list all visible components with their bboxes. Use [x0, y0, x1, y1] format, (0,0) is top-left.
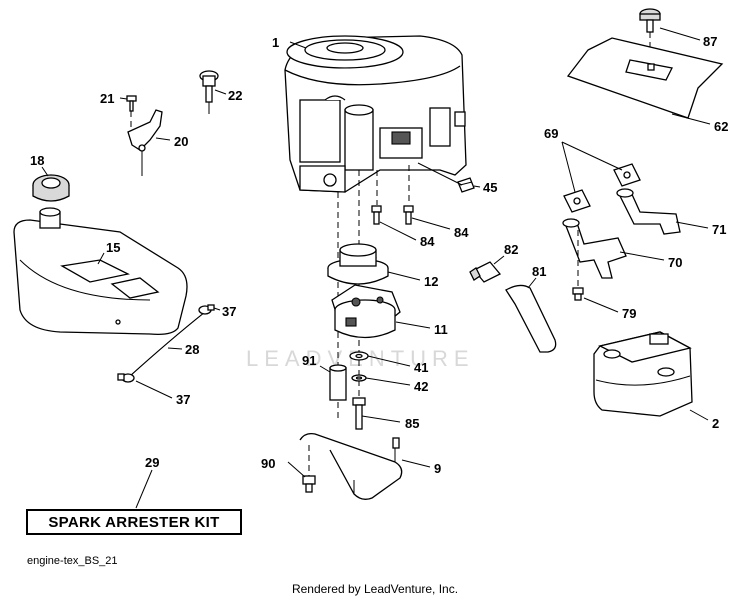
screw-21 [126, 95, 137, 130]
callout-85: 85 [405, 416, 419, 431]
callout-84b: 84 [454, 225, 469, 240]
pulley-part [327, 243, 389, 285]
callout-42: 42 [414, 379, 428, 394]
fuel-cap-part [32, 174, 70, 202]
gasket-69b [613, 163, 641, 187]
bolt-90 [302, 445, 316, 493]
callout-70: 70 [668, 255, 682, 270]
plug-22 [199, 70, 219, 114]
fuel-tank-part [13, 207, 188, 336]
heat-shield-part [566, 37, 724, 119]
callout-81: 81 [532, 264, 546, 279]
callout-71: 71 [712, 222, 726, 237]
exhaust-pipe-70 [562, 218, 627, 279]
callout-62: 62 [714, 119, 728, 134]
fuel-line-part [129, 311, 206, 377]
callout-18: 18 [30, 153, 44, 168]
engine-part [284, 35, 467, 193]
diagram-code: engine-tex_BS_21 [27, 555, 118, 567]
exhaust-pipe-71 [616, 188, 681, 235]
bolt-84b [403, 205, 414, 225]
bolt-84a [371, 205, 382, 225]
callout-79: 79 [622, 306, 636, 321]
callout-37b: 37 [176, 392, 190, 407]
callout-90: 90 [261, 456, 275, 471]
bolt-79 [572, 230, 584, 301]
callout-28: 28 [185, 342, 199, 357]
callout-45: 45 [483, 180, 497, 195]
callout-15: 15 [106, 240, 120, 255]
callout-11: 11 [434, 322, 448, 337]
clamp-37b [117, 373, 135, 383]
clamp-37a [198, 304, 215, 315]
callout-91: 91 [302, 353, 316, 368]
knob-87 [639, 8, 661, 70]
callout-82: 82 [504, 242, 518, 257]
callout-2: 2 [712, 416, 719, 431]
footer-credit: Rendered by LeadVenture, Inc. [291, 582, 459, 596]
callout-37a: 37 [222, 304, 236, 319]
boot-part [457, 177, 475, 193]
callout-41: 41 [414, 360, 428, 375]
hose-81 [505, 284, 557, 353]
callout-87: 87 [703, 34, 717, 49]
spacer-part [329, 364, 347, 401]
bolt-85 [352, 397, 366, 430]
muffler-part [593, 331, 693, 417]
callout-22: 22 [228, 88, 242, 103]
callout-9: 9 [434, 461, 441, 476]
fitting-82 [469, 261, 502, 283]
washer-41 [349, 351, 369, 361]
bracket-part [299, 432, 403, 500]
throttle-bracket-part [127, 109, 163, 176]
washer-42 [351, 374, 367, 382]
callout-69: 69 [544, 126, 558, 141]
callout-21: 21 [100, 91, 114, 106]
clutch-part [331, 284, 401, 339]
callout-84a: 84 [420, 234, 435, 249]
callout-29: 29 [145, 455, 159, 470]
callout-1: 1 [272, 35, 279, 50]
spark-arrester-kit-label: SPARK ARRESTER KIT [26, 509, 242, 535]
gasket-69a [563, 189, 591, 213]
callout-20: 20 [174, 134, 188, 149]
callout-12: 12 [424, 274, 438, 289]
